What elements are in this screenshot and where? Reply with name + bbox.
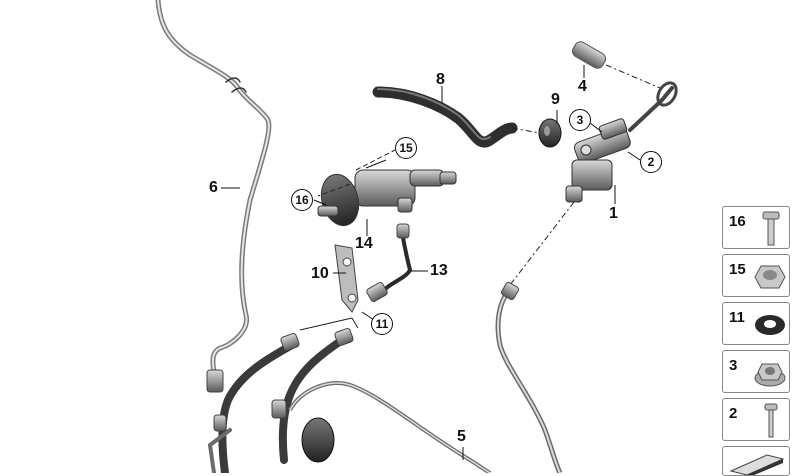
callout-10: 10	[311, 265, 329, 282]
legend-num: 15	[729, 261, 746, 278]
clutch-damper	[213, 399, 335, 463]
gasket-icon	[729, 454, 785, 475]
legend-num: 11	[729, 309, 745, 326]
legend-item-2: 2	[722, 398, 790, 441]
callout-circled-15: 15	[395, 137, 417, 159]
legend-item-11: 11	[722, 302, 790, 345]
callout-circled-2: 2	[640, 151, 662, 173]
callout-circled-11: 11	[371, 313, 393, 335]
callout-8: 8	[436, 71, 445, 88]
callout-5: 5	[457, 428, 466, 445]
callout-4: 4	[578, 78, 587, 95]
legend-num: 3	[729, 357, 738, 374]
line-13	[366, 223, 413, 302]
pipe-6	[155, 0, 272, 375]
callout-1: 1	[609, 205, 618, 222]
master-cylinder-1	[565, 118, 631, 203]
legend-item-15: 15	[722, 254, 790, 297]
cap-4	[571, 41, 607, 69]
legend-item-16: 16	[722, 206, 790, 249]
bracket-10	[334, 244, 359, 313]
callout-circled-3: 3	[569, 109, 591, 131]
bolt-icon	[762, 211, 780, 246]
slave-cylinder-14	[317, 169, 457, 227]
callout-14: 14	[355, 235, 373, 252]
legend-num: 16	[729, 213, 746, 230]
hose-8	[372, 86, 518, 148]
pressure-line	[495, 282, 563, 473]
callout-9: 9	[551, 91, 560, 108]
flange-nut-icon	[754, 363, 786, 387]
callout-6: 6	[209, 179, 218, 196]
callout-circled-16: 16	[291, 189, 313, 211]
pipe-6-fitting	[206, 369, 224, 393]
grommet-9	[538, 118, 562, 148]
legend-num: 2	[729, 405, 738, 422]
legend-item-3: 3	[722, 350, 790, 393]
pipe-5	[288, 381, 492, 473]
rubber-grommet-icon	[755, 315, 785, 335]
pushrod	[628, 81, 678, 132]
lower-hoses	[207, 328, 354, 473]
legend-item-partial	[722, 446, 790, 476]
callout-13: 13	[430, 262, 448, 279]
hex-nut-icon	[754, 265, 786, 289]
screw-icon	[764, 403, 778, 438]
